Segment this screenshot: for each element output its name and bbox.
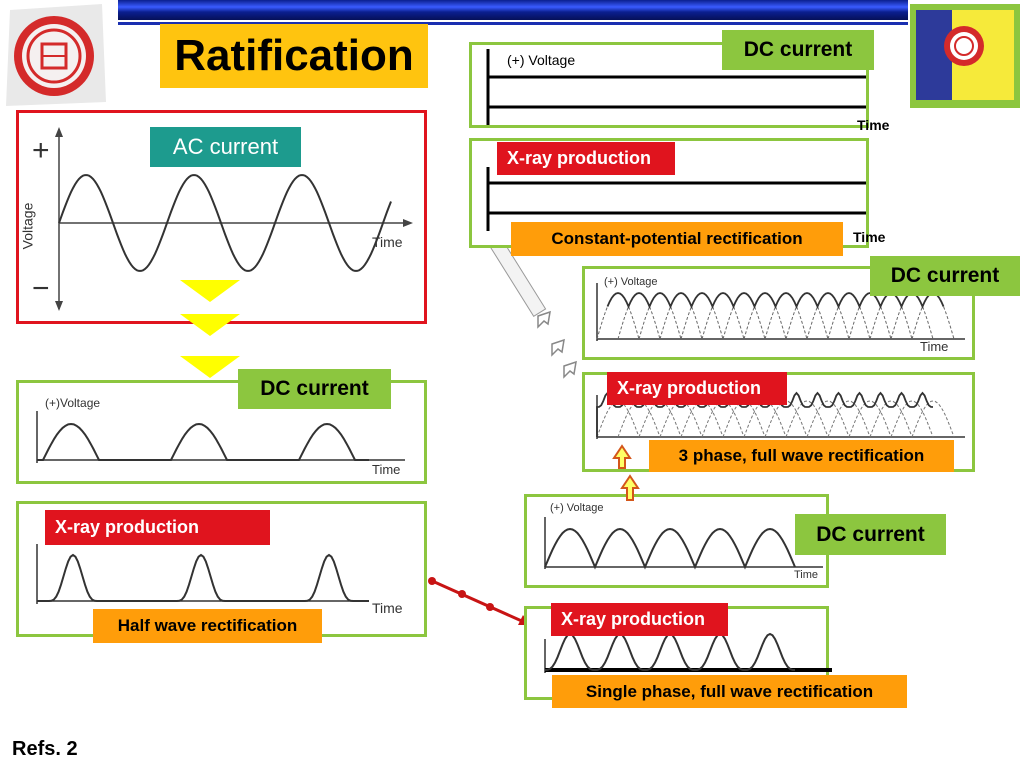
single-phase-xray-label: X-ray production	[551, 603, 728, 636]
three-phase-xray-pulse	[680, 400, 724, 438]
three-phase-dc-pulse	[890, 292, 934, 340]
constant-dc-label: DC current	[722, 30, 874, 70]
three-phase-xray-pulse	[848, 400, 892, 438]
header-bar	[118, 0, 908, 20]
three-phase-xray-pulse	[806, 400, 850, 438]
half-wave-dc-label: DC current	[238, 369, 391, 409]
single-phase-dc-graph	[544, 517, 823, 570]
three-phase-xray-pulse	[869, 400, 913, 438]
constant-dc-graph	[486, 49, 866, 125]
down-arrows	[180, 280, 240, 378]
half-wave-name-label: Half wave rectification	[93, 609, 322, 643]
half-wave-xray-xlabel: Time	[372, 600, 403, 616]
three-phase-name-label: 3 phase, full wave rectification	[649, 440, 954, 472]
page-title: Ratification	[160, 24, 428, 88]
ac-time-label: Time	[372, 234, 403, 250]
half-wave-xray-label: X-ray production	[45, 510, 270, 545]
ac-current-label: AC current	[150, 127, 301, 167]
constant-dc-xlabel: Time	[857, 117, 890, 133]
college-flag-logo	[910, 4, 1020, 108]
school-seal-logo	[6, 4, 106, 106]
single-phase-name-label: Single phase, full wave rectification	[552, 675, 907, 708]
three-phase-dc-pulse	[785, 292, 829, 340]
constant-xray-graph	[486, 167, 866, 231]
three-phase-xray-pulse	[743, 400, 787, 438]
connector-arrow-red	[428, 577, 530, 625]
three-phase-dc-pulse	[659, 292, 703, 340]
three-phase-dc-graph	[596, 283, 965, 341]
ac-plus-sign: +	[32, 134, 50, 167]
three-phase-xray-pulse	[911, 400, 955, 438]
single-phase-dc-xlabel: Time	[794, 569, 819, 581]
three-phase-xray-pulse	[827, 400, 871, 438]
half-wave-dc-xlabel: Time	[372, 462, 401, 477]
three-phase-dc-xlabel: Time	[920, 339, 949, 354]
three-phase-xray-pulse	[890, 400, 934, 438]
constant-xray-label: X-ray production	[497, 142, 675, 175]
half-wave-dc-ylabel: (+)Voltage	[45, 396, 101, 410]
three-phase-dc-pulse	[869, 292, 913, 340]
single-phase-dc-ylabel: (+) Voltage	[550, 502, 604, 514]
refs-label: Refs. 2	[12, 738, 78, 760]
constant-xray-xlabel: Time	[853, 229, 886, 245]
three-phase-xray-pulse	[722, 400, 766, 438]
three-phase-xray-pulse	[659, 400, 703, 438]
three-phase-xray-pulse	[764, 400, 808, 438]
three-phase-xray-pulse	[785, 400, 829, 438]
connector-arrows-small	[537, 310, 640, 501]
three-phase-dc-ylabel: (+) Voltage	[604, 276, 658, 288]
three-phase-dc-pulse	[911, 292, 955, 340]
three-phase-dc-pulse	[722, 292, 766, 340]
ac-minus-sign: −	[32, 272, 50, 305]
three-phase-dc-label: DC current	[870, 256, 1020, 296]
three-phase-dc-pulse	[827, 292, 871, 340]
three-phase-dc-pulse	[848, 292, 892, 340]
three-phase-dc-pulse	[701, 292, 745, 340]
three-phase-dc-pulse	[680, 292, 724, 340]
three-phase-dc-pulse	[806, 292, 850, 340]
single-phase-dc-label: DC current	[795, 514, 946, 555]
three-phase-xray-pulse	[596, 400, 640, 438]
three-phase-dc-pulse	[743, 292, 787, 340]
constant-dc-ylabel: (+) Voltage	[507, 52, 576, 68]
three-phase-xray-graph	[596, 391, 965, 439]
three-phase-xray-pulse	[617, 400, 661, 438]
three-phase-dc-pulse	[764, 292, 808, 340]
half-wave-dc-graph	[36, 411, 405, 463]
half-wave-xray-graph	[36, 544, 369, 604]
three-phase-xray-pulse	[701, 400, 745, 438]
constant-name-label: Constant-potential rectification	[511, 222, 843, 256]
three-phase-xray-pulse	[638, 400, 682, 438]
header-rule	[118, 22, 908, 25]
ac-sine-graph	[55, 127, 413, 311]
ac-voltage-label: Voltage	[19, 202, 36, 250]
single-phase-dc-panel	[524, 494, 829, 588]
three-phase-xray-label: X-ray production	[607, 372, 787, 405]
